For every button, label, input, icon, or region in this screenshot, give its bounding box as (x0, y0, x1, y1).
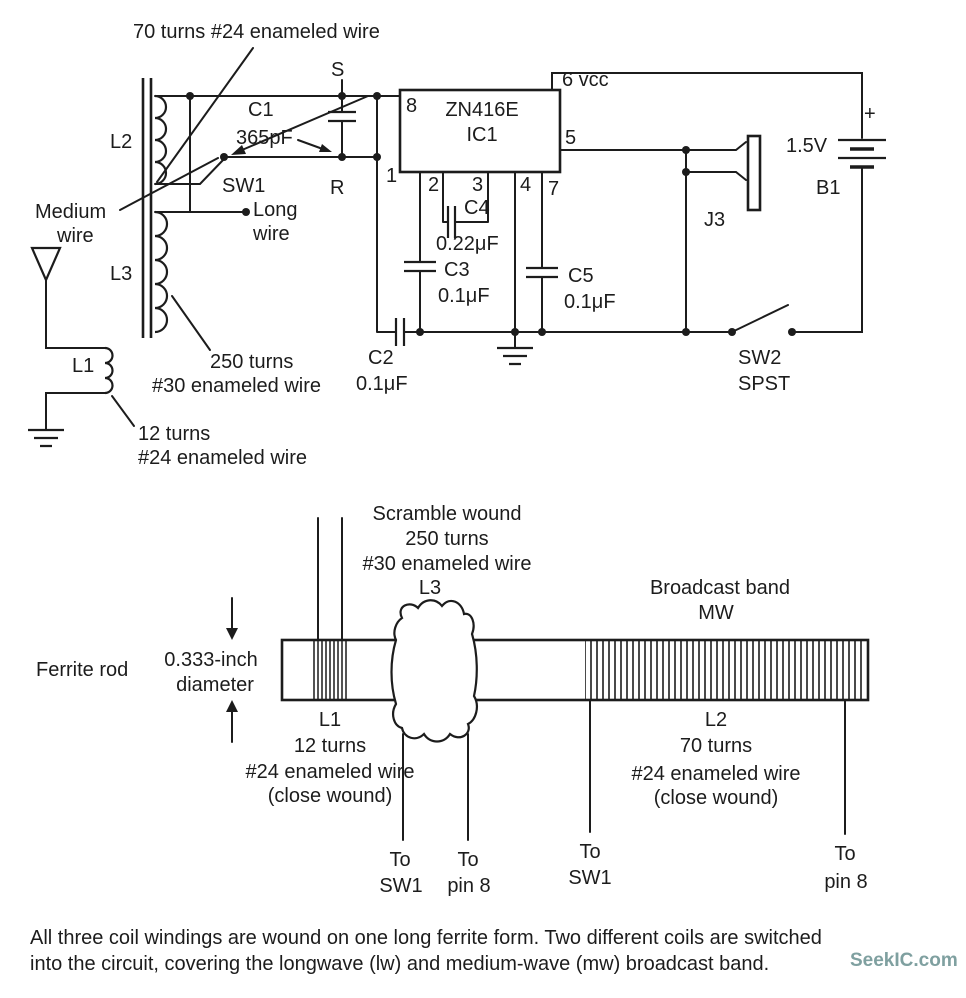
label-250-turns-line2: #30 enameled wire (152, 375, 321, 397)
rod-lead4-line2: pin 8 (824, 871, 867, 893)
label-l1: L1 (72, 355, 94, 377)
coil-l2-symbol (154, 94, 168, 186)
label-c4: C4 (464, 197, 490, 219)
rod-lead3-line1: To (579, 841, 600, 863)
antenna-symbol (30, 246, 62, 283)
label-battery-plus: + (864, 103, 876, 125)
capacitor-c4-symbol (446, 206, 457, 238)
rod-l2-label: L2 (705, 709, 727, 731)
rod-l3-label: L3 (419, 577, 441, 599)
label-12-turns-line1: 12 turns (138, 423, 210, 445)
label-c1-value: 365pF (236, 127, 293, 149)
coil-l3-symbol (154, 210, 169, 334)
sw1-wiper-arrow (231, 95, 369, 155)
seekic-watermark: SeekIC.com (850, 950, 958, 971)
label-sw2: SW2 (738, 347, 781, 369)
pin-3-label: 3 (472, 174, 483, 196)
label-long-line1: Long (253, 199, 298, 221)
l2-winding-hatch (585, 641, 865, 699)
junction-dots (186, 92, 796, 336)
label-j3: J3 (704, 209, 725, 231)
capacitor-c5-symbol (526, 266, 558, 279)
battery-b1-symbol (838, 138, 886, 169)
label-70-turns: 70 turns #24 enameled wire (133, 21, 380, 43)
rod-l1-note-line4: (close wound) (268, 785, 393, 807)
label-c2: C2 (368, 347, 394, 369)
wires (45, 72, 863, 431)
label-c5: C5 (568, 265, 594, 287)
label-s: S (331, 59, 344, 81)
label-sw1: SW1 (222, 175, 265, 197)
label-b1: B1 (816, 177, 840, 199)
rod-l1-label: L1 (319, 709, 341, 731)
rod-l3-note-line1: Scramble wound (373, 503, 522, 525)
label-l3: L3 (110, 263, 132, 285)
label-c5-value: 0.1μF (564, 291, 616, 313)
rod-l2-note-line2: 70 turns (680, 735, 752, 757)
rod-lead3-line2: SW1 (568, 867, 611, 889)
rod-l1-note-line3: #24 enameled wire (246, 761, 415, 783)
label-250-turns-line1: 250 turns (210, 351, 293, 373)
rod-l2-note-line4: (close wound) (654, 787, 779, 809)
coil-l1-symbol (104, 346, 114, 395)
rod-diameter-line2: diameter (176, 674, 254, 696)
ground-symbol-antenna (28, 428, 64, 448)
ic1-body (398, 88, 562, 174)
pin-6-vcc-label: 6 vcc (562, 69, 609, 91)
rod-lead2-line2: pin 8 (447, 875, 490, 897)
rod-lead2-line1: To (457, 849, 478, 871)
rod-diameter-line1: 0.333-inch (164, 649, 257, 671)
rod-l1-note-line2: 12 turns (294, 735, 366, 757)
capacitor-c2-symbol (394, 318, 406, 346)
ic-ref: IC1 (466, 124, 497, 146)
rod-ferrite-label: Ferrite rod (36, 659, 128, 681)
label-c1: C1 (248, 99, 274, 121)
diameter-dimension-arrows (226, 597, 238, 743)
rod-lead1-line1: To (389, 849, 410, 871)
label-long-line2: wire (252, 223, 290, 245)
ic-part-number: ZN416E (445, 99, 518, 121)
capacitor-c1-symbol (328, 110, 356, 123)
l3-scramble-winding (390, 599, 478, 743)
rod-l3-note-line2: 250 turns (405, 528, 488, 550)
transformer-core (141, 78, 153, 338)
rod-lead1-line2: SW1 (379, 875, 422, 897)
label-medium-line1: Medium (35, 201, 106, 223)
rod-lead4-line1: To (834, 843, 855, 865)
rod-l2-note-line3: #24 enameled wire (632, 763, 801, 785)
label-medium-line2: wire (56, 225, 94, 247)
l1-winding-hatch (311, 641, 349, 699)
label-c4-value: 0.22μF (436, 233, 499, 255)
label-c3-value: 0.1μF (438, 285, 490, 307)
pin-7-label: 7 (548, 178, 559, 200)
pin-2-label: 2 (428, 174, 439, 196)
pin-4-label: 4 (520, 174, 531, 196)
pin-8-label: 8 (406, 95, 417, 117)
rod-band-note-line1: Broadcast band (650, 577, 790, 599)
label-c2-value: 0.1μF (356, 373, 408, 395)
rod-l3-note-line3: #30 enameled wire (363, 553, 532, 575)
jack-j3-symbol (746, 134, 762, 212)
caption-line-1: All three coil windings are wound on one… (30, 927, 822, 949)
capacitor-c3-symbol (404, 260, 436, 273)
label-l2: L2 (110, 131, 132, 153)
annotation-lines (111, 47, 332, 427)
pin-5-label: 5 (565, 127, 576, 149)
label-r: R (330, 177, 344, 199)
caption-line-2: into the circuit, covering the longwave … (30, 953, 769, 975)
label-12-turns-line2: #24 enameled wire (138, 447, 307, 469)
label-sw2-type: SPST (738, 373, 790, 395)
rod-lead-lines (317, 517, 846, 841)
pin-1-label: 1 (386, 165, 397, 187)
ground-symbol-main (497, 346, 533, 366)
label-battery-voltage: 1.5V (786, 135, 828, 157)
rod-band-note-line2: MW (698, 602, 734, 624)
label-c3: C3 (444, 259, 470, 281)
